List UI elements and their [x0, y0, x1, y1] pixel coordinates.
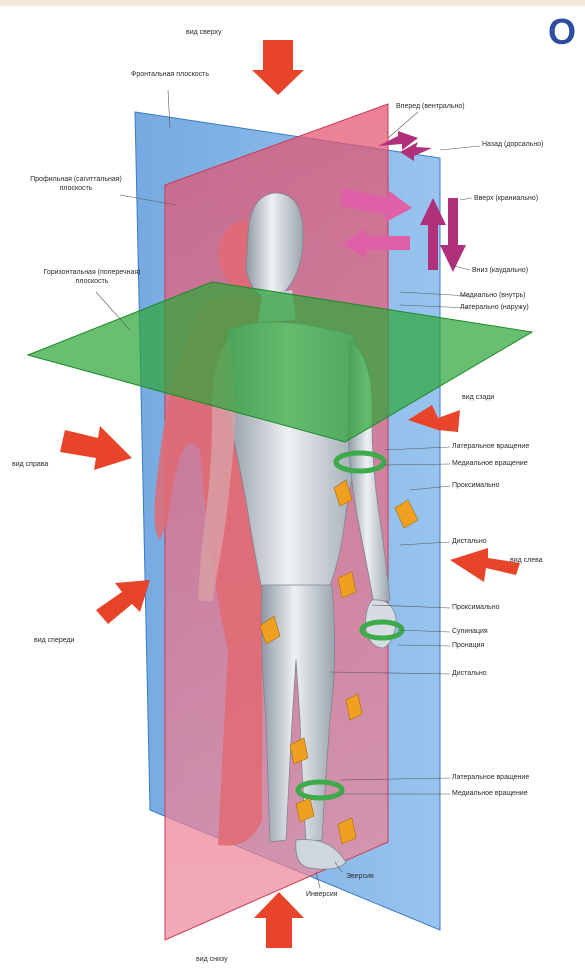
inferior-arrow	[440, 198, 466, 272]
pronation-label: Пронация	[452, 641, 484, 650]
view-front-label: вид спереди	[34, 636, 74, 645]
view-right-arrow	[60, 426, 132, 470]
page-heading: О	[548, 12, 576, 52]
superior-label: Вверх (краниально)	[474, 194, 538, 203]
leg-medial-rotation-label: Медиальное вращение	[452, 789, 528, 798]
view-left-arrow	[450, 548, 520, 582]
supination-label: Супинация	[452, 627, 488, 636]
inferior-label: Вниз (каудально)	[472, 266, 528, 275]
lateral-label: Латерально (наружу)	[460, 303, 529, 312]
posterior-label: Назад (дорсально)	[482, 140, 543, 149]
distal-upper-label: Дистально	[452, 537, 487, 546]
view-front-arrow	[96, 580, 150, 624]
medial-label: Медиально (внутрь)	[460, 291, 525, 300]
anterior-label: Вперед (вентрально)	[396, 102, 465, 111]
view-right-label: вид справа	[12, 460, 48, 469]
leg-lateral-rotation-label: Латеральное вращение	[452, 773, 529, 782]
proximal-upper-label: Проксимально	[452, 481, 500, 490]
view-left-label: вид слева	[510, 556, 543, 565]
view-back-label: вид сзади	[462, 393, 494, 402]
sagittal-plane-label: Профильная (сагиттальная) плоскость	[28, 175, 124, 193]
view-bottom-label: вид снизу	[196, 955, 228, 964]
distal-lower-label: Дистально	[452, 669, 487, 678]
inversion-label: Инверсия	[306, 890, 338, 899]
arm-medial-rotation-label: Медиальное вращение	[452, 459, 528, 468]
view-bottom-arrow	[254, 892, 304, 948]
arm-lateral-rotation-label: Латеральное вращение	[452, 442, 529, 451]
horizontal-plane-label: Горизонтальная (поперечная) плоскость	[40, 268, 144, 286]
view-top-label: вид сверху	[186, 28, 222, 37]
eversion-label: Эверсия	[346, 872, 374, 881]
proximal-lower-label: Проксимально	[452, 603, 500, 612]
frontal-plane-label: Фронтальная плоскость	[124, 70, 216, 79]
view-top-arrow	[252, 40, 304, 95]
